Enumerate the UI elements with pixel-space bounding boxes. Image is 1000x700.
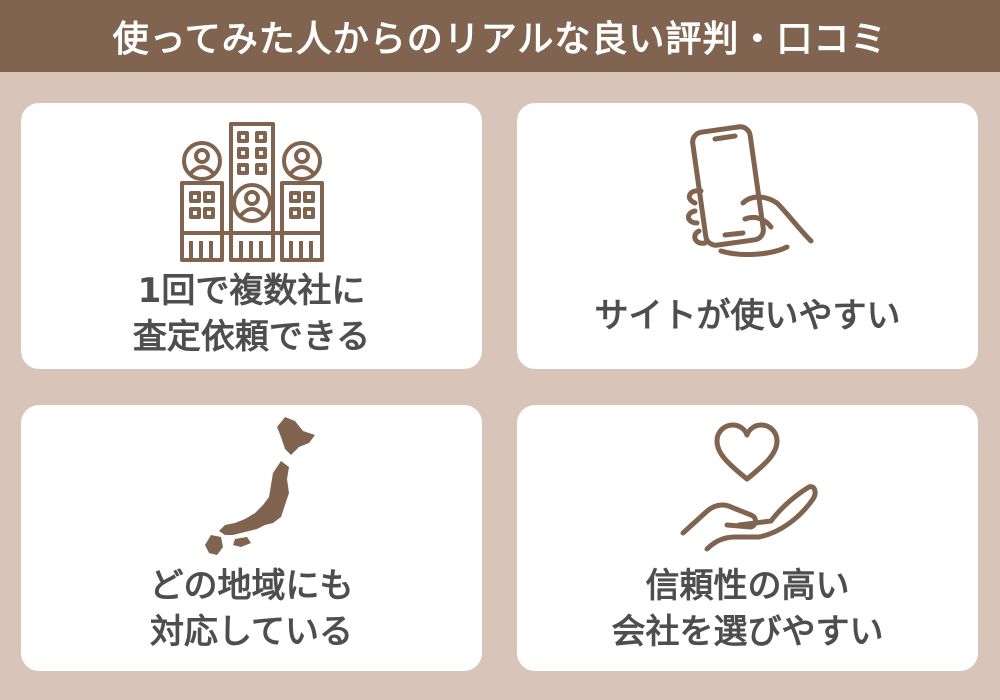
card-all-regions: どの地域にも 対応している: [21, 405, 482, 671]
smartphone-hand-icon: [686, 124, 814, 257]
card-label-line: 対応している: [150, 612, 353, 652]
card-label-line: 信頼性の高い: [645, 566, 850, 606]
card-label: どの地域にも 対応している: [21, 563, 482, 655]
multiple-companies-icon: [180, 122, 324, 262]
heart-hand-icon: [680, 422, 818, 552]
page-title: 使ってみた人からのリアルな良い評判・口コミ: [112, 19, 888, 60]
card-easy-site: サイトが使いやすい: [517, 103, 978, 369]
card-multiple-companies: 1回で複数社に 査定依頼できる: [21, 103, 482, 369]
japan-map-icon: [205, 417, 315, 555]
card-reliable-companies: 信頼性の高い 会社を選びやすい: [517, 405, 978, 671]
card-label-line: どの地域にも: [149, 566, 354, 606]
card-label: 1回で複数社に 査定依頼できる: [21, 268, 482, 360]
card-label-line: 査定依頼できる: [132, 317, 371, 357]
header-banner: 使ってみた人からのリアルな良い評判・口コミ: [0, 0, 1000, 72]
card-label: サイトが使いやすい: [517, 293, 978, 339]
card-label-line: サイトが使いやすい: [594, 296, 901, 336]
card-label-line: 1回で複数社に: [137, 271, 366, 311]
card-label: 信頼性の高い 会社を選びやすい: [517, 563, 978, 655]
card-label-line: 会社を選びやすい: [611, 612, 884, 652]
